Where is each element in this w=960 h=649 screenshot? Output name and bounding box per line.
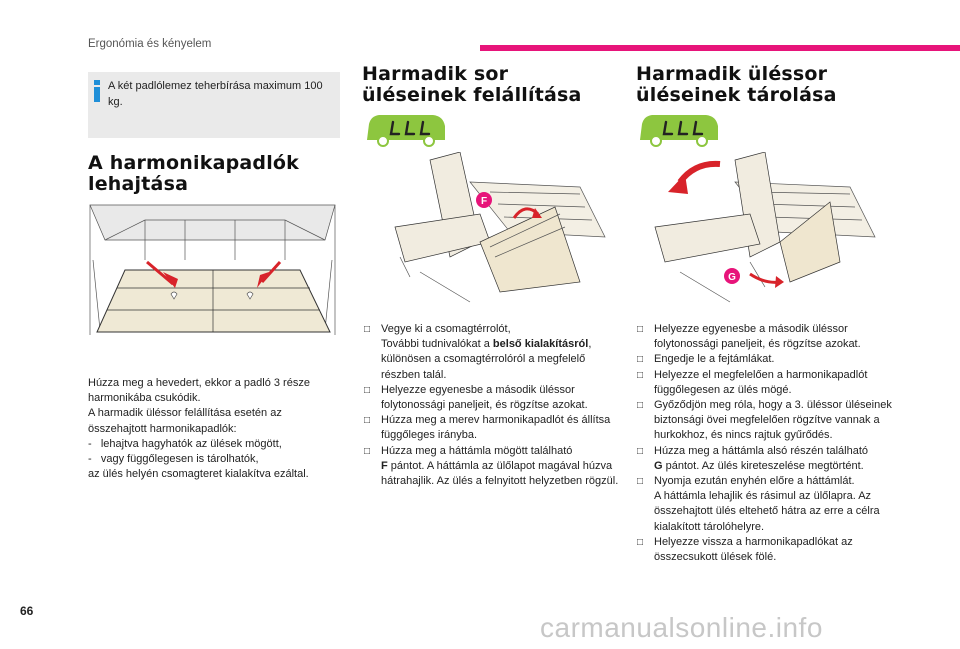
page-number: 66 <box>20 604 34 618</box>
step-text: Húzza meg a merev harmonikapadlót és áll… <box>381 414 611 442</box>
section-title: Ergonómia és kényelem <box>88 38 212 50</box>
section-heading-raise-seats: Harmadik sor üléseinek felállítása <box>362 63 582 106</box>
text-line: A harmadik üléssor felállítása esetén az… <box>88 407 282 435</box>
step-item: □Helyezze vissza a harmonikapadlókat az … <box>637 535 853 564</box>
section-heading-store-seats: Harmadik üléssor üléseinek tárolása <box>636 63 837 106</box>
step-item: □Helyezze el megfelelően a harmonikapadl… <box>637 368 868 396</box>
step-text: Győződjön meg róla, hogy a 3. üléssor ül… <box>654 399 892 442</box>
step-text: Nyomja ezután enyhén előre a háttámlát. … <box>654 475 880 533</box>
step-item: □Győződjön meg róla, hogy a 3. üléssor ü… <box>637 399 892 442</box>
text-line: - vagy függőlegesen is tárolhatók, <box>88 453 259 466</box>
step-text: pántot. Az ülés kireteszelése megtörtént… <box>662 459 864 472</box>
callout-F: F <box>481 196 487 207</box>
step-text: Helyezze el megfelelően a harmonikapadló… <box>654 368 868 396</box>
seat-raise-illustration: F <box>380 152 610 307</box>
step-item: □Húzza meg a háttámla mögött található F… <box>364 444 619 488</box>
seat-store-illustration: G <box>640 152 880 307</box>
info-note: A két padlólemez teherbírása maximum 100… <box>88 72 340 138</box>
step-bold: F <box>381 459 388 472</box>
callout-G: G <box>728 272 736 283</box>
step-text: Húzza meg a háttámla alsó részén találha… <box>654 444 869 457</box>
car-seats-icon <box>367 115 445 147</box>
watermark: carmanualsonline.info <box>540 612 823 643</box>
step-item: □Vegye ki a csomagtérrolót, További tudn… <box>364 323 592 381</box>
accordion-floor-text: Húzza meg a hevedert, ekkor a padló 3 ré… <box>88 376 343 482</box>
info-icon <box>94 80 100 102</box>
step-text: Helyezze egyenesbe a második üléssor fol… <box>381 383 588 412</box>
car-seats-icon <box>640 115 718 147</box>
text-line: Húzza meg a hevedert, ekkor a padló 3 ré… <box>88 377 310 405</box>
step-text: Engedje le a fejtámlákat. <box>654 353 775 366</box>
note-text: A két padlólemez teherbírása maximum 100… <box>108 80 323 108</box>
step-text: Helyezze egyenesbe a második üléssor fol… <box>654 323 861 351</box>
step-text: pántot. A háttámla az ülőlapot magával h… <box>381 459 619 488</box>
step-item: □Helyezze egyenesbe a második üléssor fo… <box>637 323 861 351</box>
trunk-floor-illustration <box>85 200 340 340</box>
step-item: □Húzza meg a háttámla alsó részén találh… <box>637 444 869 472</box>
step-bold: belső kialakításról <box>492 338 589 351</box>
raise-seats-steps: □Vegye ki a csomagtérrolót, További tudn… <box>364 322 619 489</box>
step-item: □Engedje le a fejtámlákat. <box>637 353 775 366</box>
text-line: az ülés helyén csomagteret kialakítva ez… <box>88 468 309 481</box>
step-text: Helyezze vissza a harmonikapadlókat az ö… <box>654 535 853 564</box>
step-text: Vegye ki a csomagtérrolót, További tudni… <box>381 323 511 351</box>
step-item: □Helyezze egyenesbe a második üléssor fo… <box>364 383 588 412</box>
section-heading-accordion-floor: A harmonikapadlók lehajtása <box>88 152 300 195</box>
text-line: - lehajtva hagyhatók az ülések mögött, <box>88 437 282 450</box>
store-seats-steps: □Helyezze egyenesbe a második üléssor fo… <box>637 322 897 565</box>
step-item: □Nyomja ezután enyhén előre a háttámlát.… <box>637 475 880 533</box>
step-bold: G <box>654 459 663 472</box>
step-text: , különösen a csomagtérrolóról a megfele… <box>381 338 592 381</box>
step-item: □Húzza meg a merev harmonikapadlót és ál… <box>364 414 611 442</box>
step-text: Húzza meg a háttámla mögött található <box>381 444 573 457</box>
section-accent-bar <box>480 45 960 51</box>
